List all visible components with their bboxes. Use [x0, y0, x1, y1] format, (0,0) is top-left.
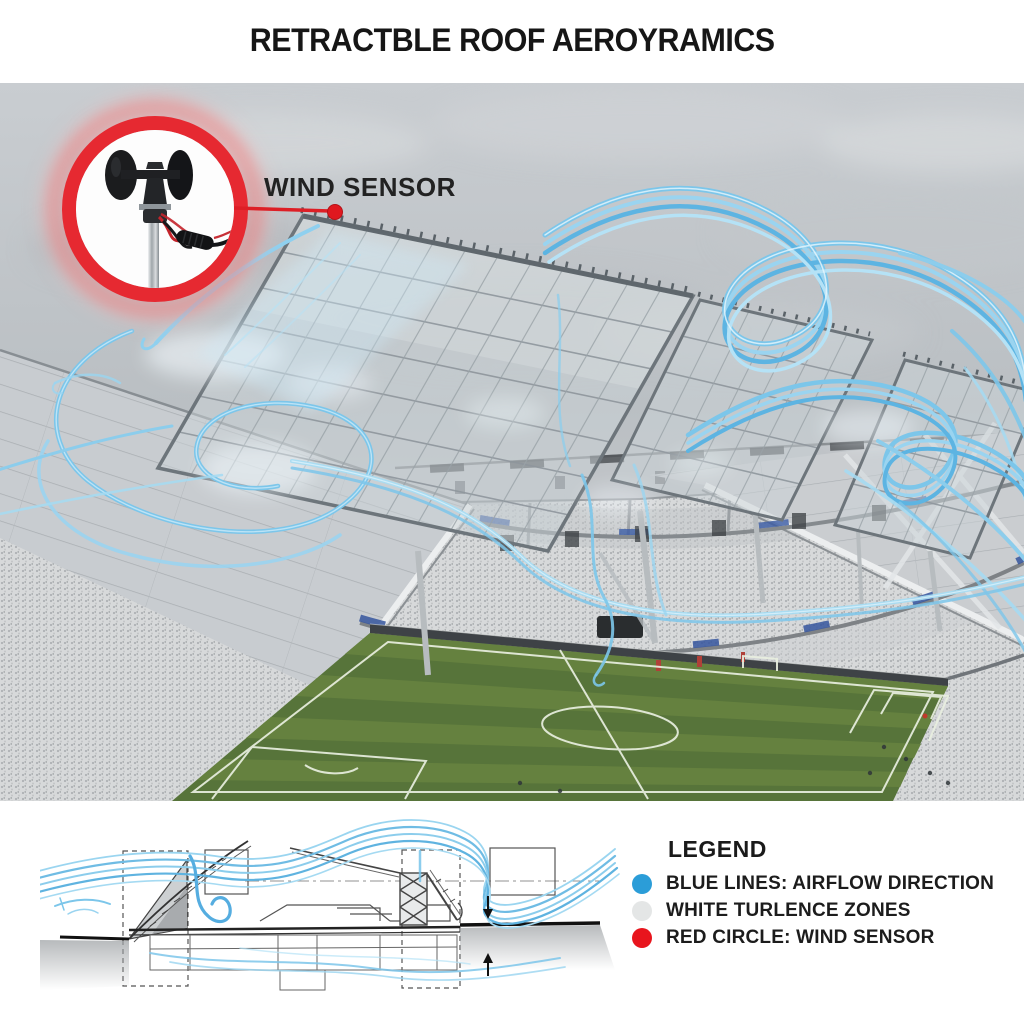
panel-airflow-sheet: [196, 231, 470, 413]
stadium-photo: [0, 83, 1024, 801]
legend-item-label: WHITE TURLENCE ZONES: [666, 900, 911, 921]
players-tunnel: [597, 616, 643, 638]
anemometer-icon: [105, 150, 234, 288]
panel-support-poles: [415, 510, 943, 676]
legend-item-label: RED CIRCLE: WIND SENSOR: [666, 927, 935, 948]
pitch: [172, 623, 951, 801]
blue-dot-icon: [632, 874, 652, 894]
ad-boards: [370, 624, 948, 686]
people-on-pitch: [517, 744, 951, 794]
legend-item-turbulence: WHITE TURLENCE ZONES: [632, 900, 1012, 922]
legend-heading: LEGEND: [668, 836, 767, 862]
pitch-markings: [190, 640, 950, 800]
legend-item-airflow: BLUE LINES: AIRFLOW DIRECTION: [632, 873, 1012, 895]
section-airflow-lines: [33, 819, 620, 981]
right-truss-section: [399, 869, 463, 926]
white-dot-icon: [632, 901, 652, 921]
callout-leader-line: [233, 206, 331, 213]
red-dot-icon: [632, 928, 652, 948]
left-stand-section: [127, 840, 252, 943]
page-title: RETRACTBLE ROOF AEROYRAMICS: [249, 22, 775, 58]
pressure-arrows: [483, 896, 493, 976]
legend-item-label: BLUE LINES: AIRFLOW DIRECTION: [666, 873, 995, 894]
legend: LEGEND BLUE LINES: AIRFLOW DIRECTION WHI…: [632, 836, 1012, 954]
cross-section-diagram: [33, 818, 630, 1024]
sensor-location-dot: [327, 204, 343, 220]
wind-sensor-label: WIND SENSOR: [264, 172, 456, 202]
stadium-aerodynamics-illustration: [0, 83, 1024, 801]
legend-item-wind-sensor: RED CIRCLE: WIND SENSOR: [632, 927, 1012, 949]
wind-sensor-callout: [39, 93, 343, 325]
airflow-lines: [0, 185, 1024, 687]
